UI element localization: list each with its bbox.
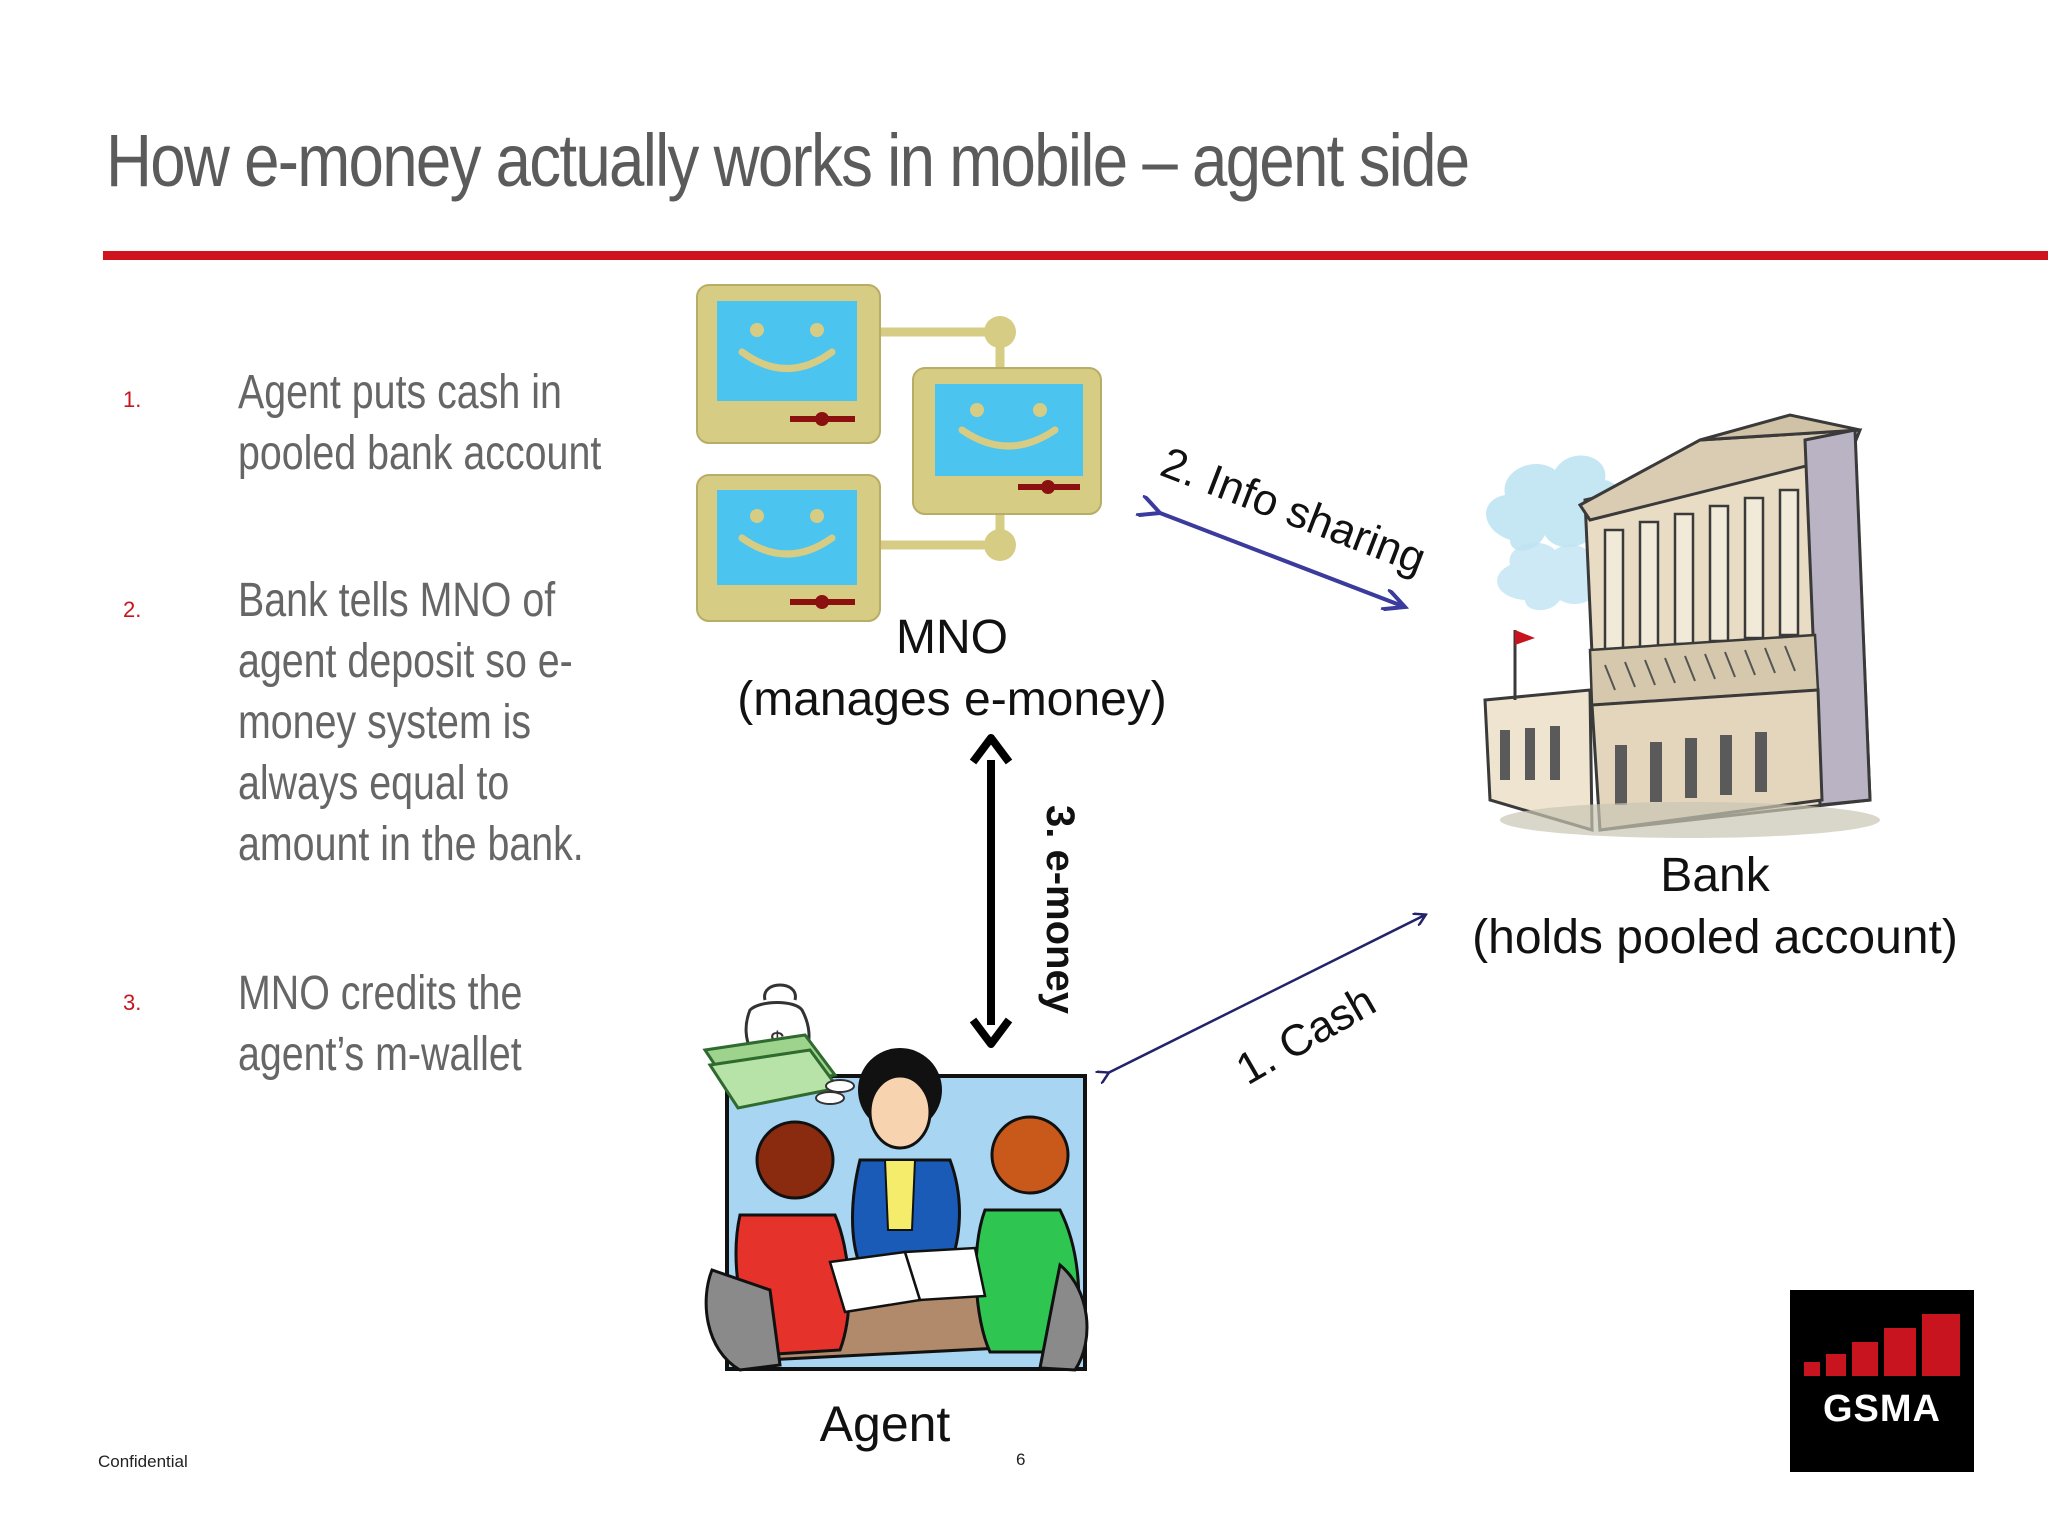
logo-bar-4 bbox=[1884, 1328, 1916, 1376]
info-sharing-arrow bbox=[1160, 513, 1405, 607]
logo-bar-2 bbox=[1826, 1354, 1846, 1376]
confidential-label: Confidential bbox=[98, 1452, 188, 1471]
computer-network-icon bbox=[696, 284, 1102, 622]
logo-bar-1 bbox=[1804, 1362, 1820, 1376]
cash-arrow bbox=[1108, 915, 1425, 1073]
title-divider bbox=[103, 251, 2048, 260]
gsma-logo-text: GSMA bbox=[1823, 1388, 1941, 1430]
bank-label: Bank (holds pooled account) bbox=[1440, 845, 1990, 969]
bank-name: Bank bbox=[1660, 849, 1770, 902]
logo-bar-5 bbox=[1922, 1314, 1960, 1376]
page-number: 6 bbox=[1016, 1450, 1026, 1469]
mno-label: MNO (manages e-money) bbox=[722, 607, 1182, 731]
step-3-number: 3. bbox=[123, 990, 142, 1015]
agent-label: Agent bbox=[819, 1396, 951, 1452]
step-1-text: Agent puts cash in pooled bank account bbox=[238, 366, 602, 480]
mno-name: MNO bbox=[896, 611, 1008, 664]
bank-building-icon bbox=[1483, 413, 1880, 838]
e-money-label: 3. e-money bbox=[1038, 805, 1082, 1014]
agent-meeting-icon: $ bbox=[702, 983, 1089, 1372]
monitor-1-icon bbox=[696, 284, 881, 444]
monitor-3-icon bbox=[696, 474, 881, 622]
gsma-logo: GSMA bbox=[1790, 1290, 1974, 1472]
e-money-arrow bbox=[969, 734, 1013, 1048]
step-2-text: Bank tells MNO of agent deposit so e-mon… bbox=[238, 574, 584, 871]
slide-title: How e-money actually works in mobile – a… bbox=[106, 119, 1470, 202]
step-1-number: 1. bbox=[123, 387, 142, 412]
monitor-2-icon bbox=[912, 367, 1102, 515]
step-3-text: MNO credits the agent’s m-wallet bbox=[238, 967, 523, 1081]
bank-role: (holds pooled account) bbox=[1472, 911, 1958, 964]
step-2-number: 2. bbox=[123, 597, 142, 622]
mno-role: (manages e-money) bbox=[737, 673, 1167, 726]
logo-bar-3 bbox=[1852, 1342, 1878, 1376]
